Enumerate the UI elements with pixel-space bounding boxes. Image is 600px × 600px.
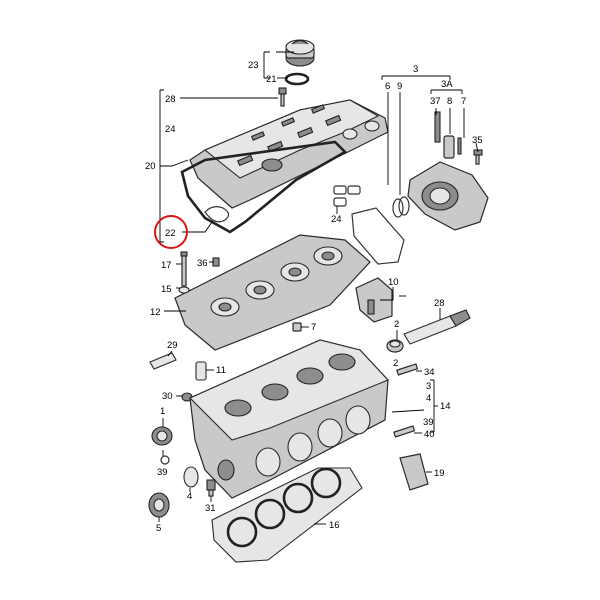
callout-3: 3 [413, 64, 418, 75]
cylinder-head-gasket [211, 467, 363, 563]
callout-4-right: 4 [426, 393, 431, 404]
callout-31: 31 [205, 503, 216, 514]
callout-5: 5 [156, 523, 161, 534]
filler-cap-seal-ring [284, 72, 310, 86]
camshaft-bearing-frame [174, 234, 371, 351]
oil-filler-cap [285, 39, 315, 67]
callout-35: 35 [472, 135, 483, 146]
camshaft-sensor [434, 111, 483, 165]
callout-28-right: 28 [434, 298, 445, 309]
hollow-dowel [292, 322, 302, 332]
callout-7-top: 7 [461, 96, 466, 107]
cover-plate [399, 453, 429, 491]
callout-4-left: 4 [187, 491, 192, 502]
callout-17: 17 [161, 260, 172, 271]
sealing-plug [386, 339, 404, 353]
callout-23: 23 [248, 60, 259, 71]
callout-6: 6 [385, 81, 390, 92]
guide-pin [195, 361, 207, 381]
callout-29: 29 [167, 340, 178, 351]
callout-9: 9 [397, 81, 402, 92]
callout-7-mid: 7 [311, 322, 316, 333]
callout-30: 30 [162, 391, 173, 402]
callout-37: 37 [430, 96, 441, 107]
callout-28-top: 28 [165, 94, 176, 105]
cylinder-head [189, 339, 389, 499]
mounting-bracket [355, 277, 393, 323]
callout-19: 19 [434, 468, 445, 479]
stud-bolts [393, 363, 419, 438]
callout-labels: 23 21 3 3A 6 9 37 8 7 28 24 20 35 22 24 … [145, 60, 483, 534]
callout-12: 12 [150, 307, 161, 318]
callout-2-lower: 2 [393, 358, 398, 369]
callout-8: 8 [447, 96, 452, 107]
callout-11: 11 [216, 365, 226, 376]
callout-10: 10 [388, 277, 399, 288]
highlight-circle-22 [154, 215, 188, 249]
washer [160, 455, 170, 465]
callout-22: 22 [165, 228, 176, 239]
callout-24-top: 24 [165, 124, 176, 135]
callout-24-right: 24 [331, 214, 342, 225]
valve-parts [148, 466, 216, 518]
o-ring-seals [392, 196, 410, 218]
callout-16: 16 [329, 520, 340, 531]
cylinder-head-cover-screw [278, 87, 287, 107]
callout-2-upper: 2 [394, 319, 399, 330]
leader-lines [158, 51, 479, 525]
callout-40: 40 [424, 429, 435, 440]
callout-14: 14 [440, 401, 451, 412]
callout-36: 36 [197, 258, 208, 269]
callout-39-left: 39 [157, 467, 168, 478]
tappet-sealant-strip [149, 352, 177, 370]
cylinder-head-cover [189, 99, 389, 209]
callout-20: 20 [145, 161, 156, 172]
callout-34: 34 [424, 367, 435, 378]
camshaft-oil-seal [151, 426, 173, 446]
small-seal-gaskets [333, 185, 361, 207]
cylinder-head-cover-gasket [180, 140, 348, 234]
callout-3-lower: 3 [426, 381, 431, 392]
housing-gasket [351, 207, 405, 265]
camshaft-housing-cover [407, 161, 489, 231]
callout-15: 15 [161, 284, 172, 295]
callout-21: 21 [266, 74, 277, 85]
callout-3a: 3A [441, 79, 453, 90]
callout-1: 1 [160, 406, 165, 417]
sealant-tube [403, 309, 471, 345]
callout-39-right: 39 [423, 417, 434, 428]
